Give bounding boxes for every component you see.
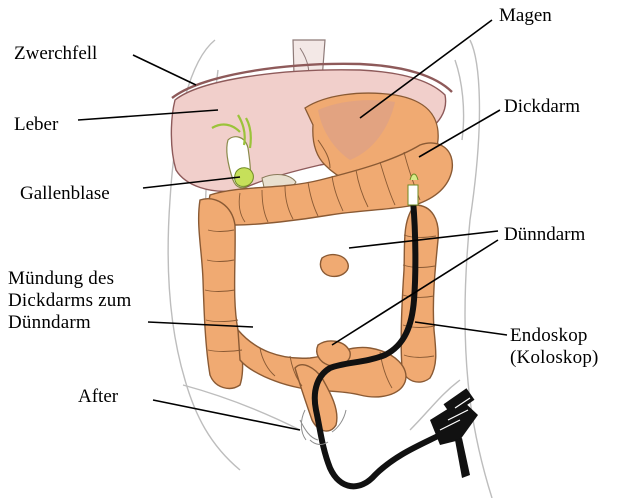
leader-after	[153, 400, 300, 430]
label-duenndarm: Dünndarm	[504, 225, 585, 245]
label-endoskop: Endoskop (Koloskop)	[510, 325, 599, 369]
label-leber: Leber	[14, 115, 58, 135]
label-muendung: Mündung des Dickdarms zum Dünndarm	[8, 268, 131, 334]
endoscope	[315, 174, 478, 486]
label-magen: Magen	[499, 6, 552, 26]
label-dickdarm: Dickdarm	[504, 97, 580, 117]
label-gallenblase: Gallenblase	[20, 184, 110, 204]
label-zwerchfell: Zwerchfell	[14, 44, 97, 64]
label-after: After	[78, 387, 118, 407]
leader-zwerchfell	[133, 55, 196, 85]
